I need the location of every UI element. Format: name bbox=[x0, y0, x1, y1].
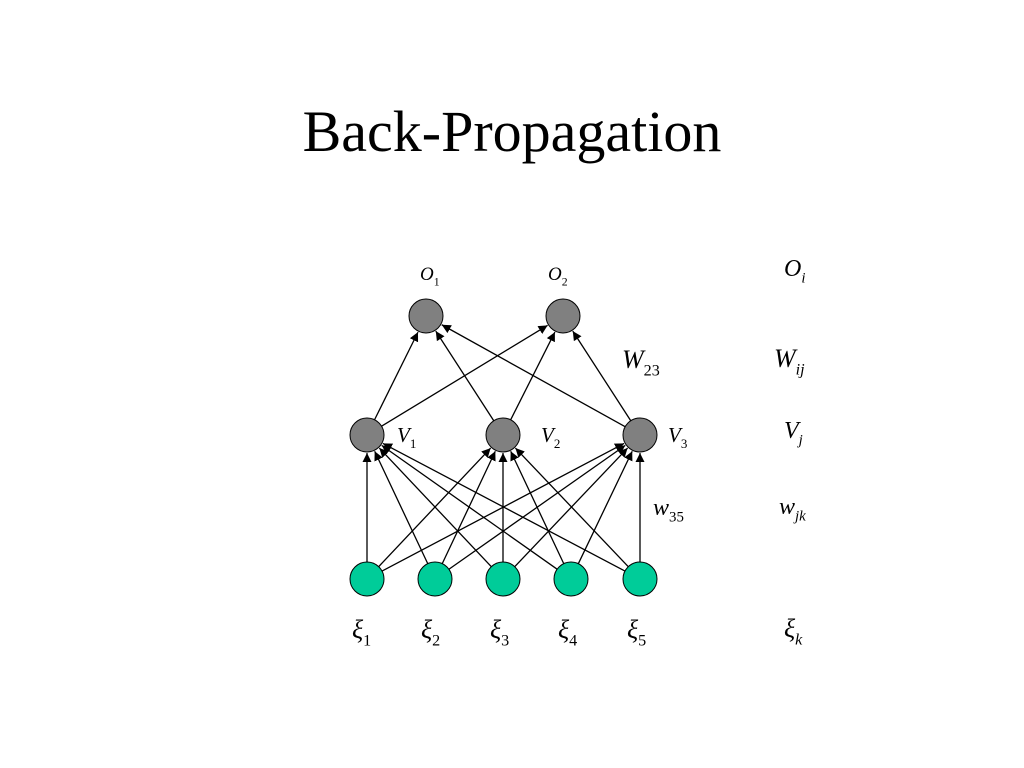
legend-V-j: Vj bbox=[784, 418, 803, 449]
input-node-xi4 bbox=[553, 561, 589, 597]
label-V2: V2 bbox=[541, 423, 560, 451]
edge-xi4-to-V3 bbox=[577, 450, 633, 564]
hidden-node-V1 bbox=[349, 417, 385, 453]
edge-V3-to-O1 bbox=[441, 324, 626, 428]
label-xi5: ξ5 bbox=[627, 615, 646, 649]
label-xi2: ξ2 bbox=[421, 615, 440, 649]
legend-W-ij: Wij bbox=[774, 344, 805, 378]
hidden-node-V3 bbox=[622, 417, 658, 453]
input-node-xi1 bbox=[349, 561, 385, 597]
legend-O-i: Oi bbox=[784, 256, 805, 287]
label-w35: w35 bbox=[653, 495, 684, 526]
legend-w-jk: wjk bbox=[779, 494, 806, 525]
legend-xi-k: ξk bbox=[784, 614, 803, 648]
nodes-group bbox=[349, 298, 658, 597]
input-node-xi5 bbox=[622, 561, 658, 597]
hidden-node-V2 bbox=[485, 417, 521, 453]
label-xi4: ξ4 bbox=[558, 615, 577, 649]
edge-xi2-to-V1 bbox=[374, 450, 429, 564]
input-node-xi3 bbox=[485, 561, 521, 597]
edge-xi5-to-V1 bbox=[382, 442, 626, 572]
output-node-O2 bbox=[545, 298, 581, 334]
edge-xi4-to-V1 bbox=[381, 444, 558, 570]
label-O2: O2 bbox=[548, 264, 568, 288]
edge-xi4-to-V2 bbox=[510, 450, 565, 564]
slide-title: Back-Propagation bbox=[302, 99, 722, 164]
edge-V3-to-O2 bbox=[572, 330, 632, 422]
output-node-O1 bbox=[408, 298, 444, 334]
edge-xi5-to-V2 bbox=[514, 447, 629, 568]
edges-group bbox=[362, 324, 645, 572]
edge-xi3-to-V1 bbox=[378, 447, 492, 568]
edge-V1-to-O1 bbox=[373, 331, 419, 421]
label-O1: O1 bbox=[420, 264, 440, 288]
label-xi1: ξ1 bbox=[352, 615, 371, 649]
label-xi3: ξ3 bbox=[490, 615, 509, 649]
input-node-xi2 bbox=[417, 561, 453, 597]
label-V1: V1 bbox=[397, 423, 416, 451]
label-W23: W23 bbox=[622, 345, 660, 379]
edge-V2-to-O1 bbox=[435, 330, 495, 422]
label-V3: V3 bbox=[668, 423, 687, 451]
